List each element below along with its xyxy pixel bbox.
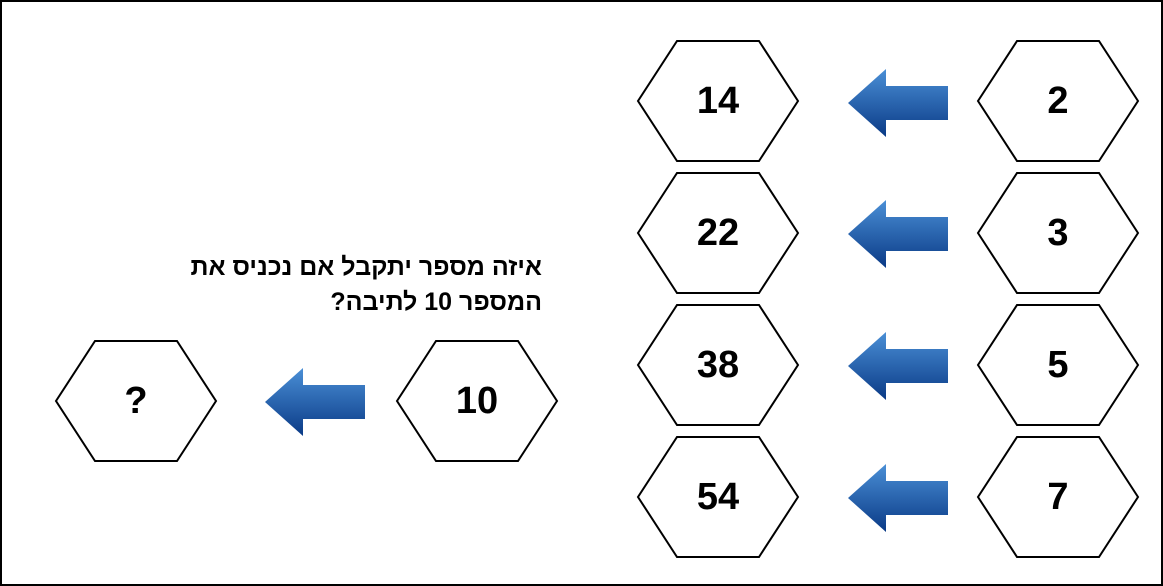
left-arrow-icon: [848, 332, 948, 400]
left-arrow-icon: [265, 368, 365, 436]
test-input-value: 10: [455, 379, 499, 422]
input-value-row-4: 7: [1047, 475, 1069, 518]
input-hexagon-row-3: 5: [976, 304, 1140, 426]
input-value-row-1: 2: [1047, 79, 1069, 122]
input-value-row-3: 5: [1047, 343, 1069, 386]
input-hexagon-row-2: 3: [976, 172, 1140, 294]
question-line-1: איזה מספר יתקבל אם נכניס את: [190, 253, 543, 281]
input-hexagon-row-1: 2: [976, 40, 1140, 162]
output-value-row-1: 14: [696, 79, 740, 122]
output-hexagon-row-2: 22: [636, 172, 800, 294]
output-value-row-2: 22: [696, 211, 740, 254]
test-output-hexagon: ?: [54, 340, 218, 462]
left-arrow-icon: [848, 464, 948, 532]
output-value-row-3: 38: [696, 343, 740, 386]
left-arrow-icon: [848, 69, 948, 137]
question-line-2: המספר 10 לתיבה?: [330, 288, 542, 316]
output-hexagon-row-1: 14: [636, 40, 800, 162]
question-text: איזה מספר יתקבל אם נכניס את המספר 10 לתי…: [102, 250, 543, 320]
unknown-answer-value: ?: [124, 379, 148, 422]
input-value-row-2: 3: [1047, 211, 1069, 254]
output-hexagon-row-4: 54: [636, 436, 800, 558]
output-value-row-4: 54: [696, 475, 740, 518]
left-arrow-icon: [848, 200, 948, 268]
input-hexagon-row-4: 7: [976, 436, 1140, 558]
output-hexagon-row-3: 38: [636, 304, 800, 426]
test-input-hexagon: 10: [395, 340, 559, 462]
